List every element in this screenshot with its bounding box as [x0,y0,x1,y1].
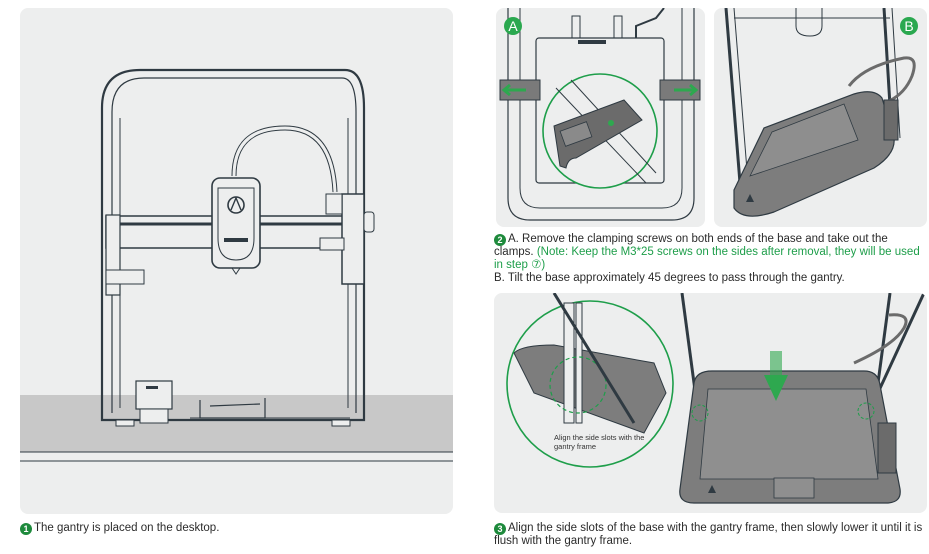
step-3-callout: Align the side slots with the gantry fra… [554,433,645,451]
brand-logo-icon [746,194,754,202]
step-2-badge: 2 [494,234,506,246]
tilt-base-illustration [724,8,916,217]
clamp-removal-illustration [499,8,701,221]
figure-gantry-on-desk [20,8,453,514]
step-1-badge: 1 [20,523,32,535]
figure-a-badge: A [504,17,522,35]
step-2-note: (Note: Keep the M3*25 screws on the side… [494,246,920,271]
figure-b-badge: B [900,17,918,35]
arrow-down-icon [764,375,788,401]
figure-b-tilt-base: B [714,8,927,227]
step-1-text: The gantry is placed on the desktop. [34,522,220,534]
step-2-line-b: B. Tilt the base approximately 45 degree… [494,272,845,284]
brand-logo-icon [708,485,716,493]
step-2-line-a: A. Remove the clamping screws on both en… [494,233,888,258]
lower-base-illustration [506,293,926,504]
gantry-illustration [20,68,453,462]
brand-logo-text [224,238,248,242]
figure-lower-base: Align the side slots with the gantry fra… [494,293,927,513]
desk-surface [20,395,453,452]
arrow-right-icon [674,83,699,97]
figure-a-remove-clamps: A [496,8,705,227]
arrow-left-icon [501,83,526,97]
step-3-text: Align the side slots of the base with th… [494,522,923,547]
step-3-badge: 3 [494,523,506,535]
